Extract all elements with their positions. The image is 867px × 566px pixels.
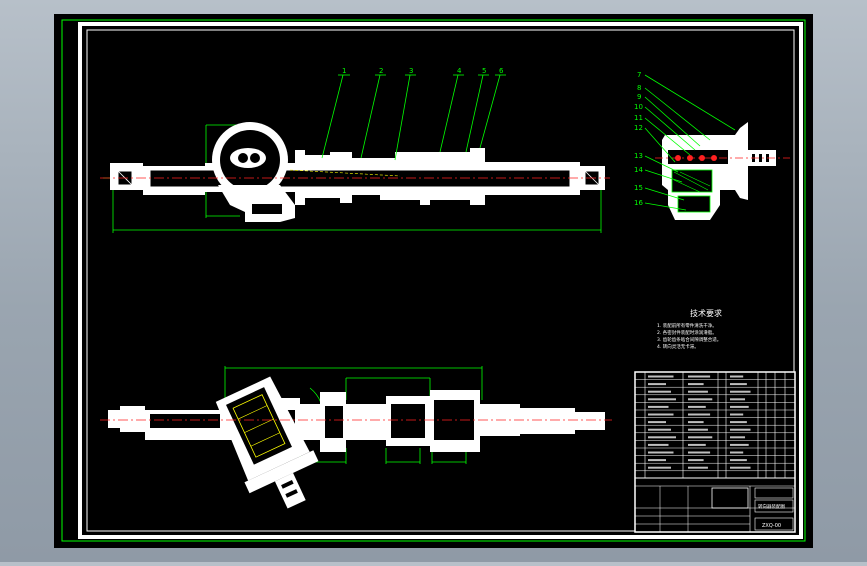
parts-list-entry bbox=[688, 428, 708, 431]
parts-list-entry bbox=[688, 413, 711, 416]
parts-list-entry bbox=[730, 398, 746, 401]
parts-list-entry bbox=[730, 466, 751, 469]
parts-list-entry bbox=[648, 413, 674, 416]
parts-list-entry bbox=[648, 375, 674, 378]
notes-line: 1. 装配前所有零件清洗干净。 bbox=[657, 322, 717, 329]
parts-list-entry bbox=[648, 390, 671, 393]
notes-line: 2. 各密封件装配时涂润滑脂。 bbox=[657, 329, 717, 336]
front-view bbox=[100, 366, 612, 509]
balloon-label: 1 bbox=[342, 67, 346, 75]
parts-list-entry bbox=[730, 451, 744, 454]
balloon-label: 13 bbox=[634, 152, 643, 160]
parts-list-entry bbox=[648, 451, 674, 454]
balloon-label: 8 bbox=[637, 84, 641, 92]
parts-list-entry bbox=[688, 451, 711, 454]
parts-list-entry bbox=[688, 443, 706, 446]
drawing-title: 转向器装配图 bbox=[758, 503, 785, 510]
parts-list-entry bbox=[730, 405, 749, 408]
drawing-frame bbox=[78, 22, 803, 539]
parts-list-entry bbox=[688, 398, 713, 401]
parts-list-entry bbox=[688, 375, 711, 378]
balloon-label: 6 bbox=[499, 67, 504, 75]
parts-list-entry bbox=[648, 466, 671, 469]
parts-list-entry bbox=[730, 436, 746, 439]
notes-line: 4. 转向灵活无卡滞。 bbox=[657, 343, 699, 350]
parts-list-entry bbox=[688, 421, 704, 424]
parts-list-entry bbox=[648, 428, 671, 431]
technical-notes: 技术要求 1. 装配前所有零件清洗干净。 2. 各密封件装配时涂润滑脂。 3. … bbox=[657, 308, 722, 350]
balloon-label: 12 bbox=[634, 124, 643, 132]
notes-title: 技术要求 bbox=[690, 308, 722, 318]
parts-list-entry bbox=[648, 398, 676, 401]
parts-list-entry bbox=[648, 459, 666, 462]
side-view: 7 8 9 10 11 12 13 14 15 16 bbox=[634, 71, 790, 220]
parts-list-entry bbox=[730, 375, 744, 378]
balloon-label: 4 bbox=[457, 67, 462, 75]
balloon-label: 2 bbox=[379, 67, 383, 75]
parts-list-entry bbox=[648, 436, 676, 439]
parts-list-entry bbox=[730, 383, 747, 386]
parts-list-entry bbox=[730, 459, 747, 462]
balloon-label: 3 bbox=[409, 67, 413, 75]
parts-list-entry bbox=[730, 428, 751, 431]
parts-list-entry bbox=[730, 443, 749, 446]
top-view: 1 2 3 4 5 6 bbox=[100, 67, 610, 233]
outer-border bbox=[61, 19, 806, 542]
parts-list-entry bbox=[688, 405, 706, 408]
parts-list-entry bbox=[730, 413, 744, 416]
parts-list-entry bbox=[688, 466, 708, 469]
parts-list-entry bbox=[688, 436, 713, 439]
parts-list-entry bbox=[648, 421, 666, 424]
parts-list-entry bbox=[730, 421, 747, 424]
drawing-frame-inner bbox=[86, 29, 795, 532]
balloon-label: 15 bbox=[634, 184, 643, 192]
balloon-label: 10 bbox=[634, 103, 643, 111]
parts-list-entry bbox=[688, 459, 704, 462]
balloon-label: 14 bbox=[634, 166, 643, 174]
parts-list-entry bbox=[648, 405, 669, 408]
balloon-label: 7 bbox=[637, 71, 641, 79]
parts-list-entry bbox=[648, 383, 666, 386]
parts-list-entry bbox=[688, 390, 708, 393]
balloon-label: 11 bbox=[634, 114, 643, 122]
parts-list-entry bbox=[648, 443, 669, 446]
parts-list-entry bbox=[688, 383, 704, 386]
notes-line: 3. 齿轮齿条啮合间隙调整合适。 bbox=[657, 336, 721, 343]
title-block: 转向器装配图 ZXQ-00 bbox=[634, 371, 796, 533]
parts-list-entry bbox=[730, 390, 751, 393]
balloon-label: 5 bbox=[482, 67, 486, 75]
balloon-label: 9 bbox=[637, 93, 641, 101]
balloon-label: 16 bbox=[634, 199, 643, 207]
drawing-number: ZXQ-00 bbox=[762, 523, 781, 529]
